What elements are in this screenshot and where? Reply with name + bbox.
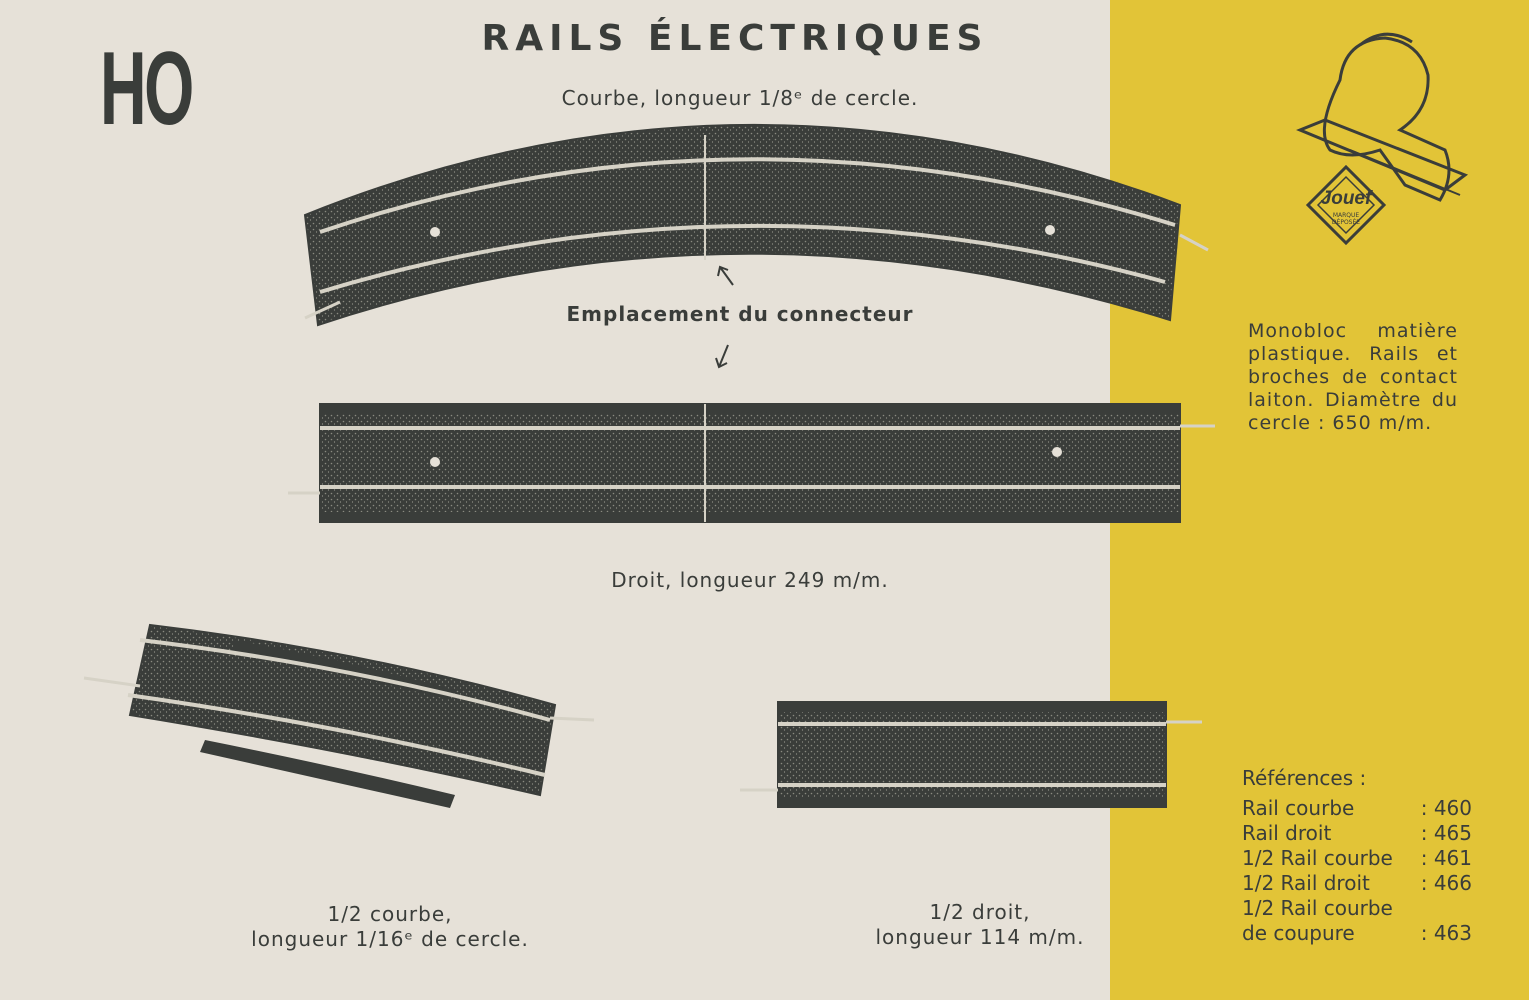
straight-caption: Droit, longueur 249 m/m. (611, 568, 889, 592)
brand-mark-line1: MARQUE (1332, 212, 1360, 219)
half-curve-rail-illustration (83, 623, 595, 808)
references-list: Références : Rail courbe : 460 Rail droit… (1242, 766, 1472, 946)
curve-caption: Courbe, longueur 1/8ᵉ de cercle. (561, 86, 919, 110)
half-curve-caption-line2: longueur 1/16ᵉ de cercle. (251, 927, 529, 951)
straight-rail-illustration (288, 403, 1215, 523)
half-straight-caption-line2: longueur 114 m/m. (875, 925, 1085, 949)
half-straight-rail-illustration (740, 701, 1202, 808)
reference-value: : 460 (1420, 796, 1472, 820)
reference-row: 1/2 Rail droit : 466 (1242, 871, 1472, 896)
reference-label: Rail droit (1242, 821, 1332, 845)
reference-value: : 463 (1420, 921, 1472, 945)
reference-label: Rail courbe (1242, 796, 1355, 820)
connector-arrows (715, 265, 734, 369)
gauge-code: HO (100, 31, 194, 147)
reference-value: : 466 (1420, 871, 1472, 895)
reference-row: Rail courbe : 460 (1242, 796, 1472, 821)
brand-name: Jouef (1320, 188, 1372, 209)
half-straight-caption-line1: 1/2 droit, (929, 900, 1031, 924)
reference-label: 1/2 Rail droit (1242, 871, 1370, 895)
reference-value: : 465 (1420, 821, 1472, 845)
half-straight-caption: 1/2 droit, longueur 114 m/m. (850, 900, 1110, 950)
references-heading: Références : (1242, 766, 1367, 790)
reference-row: 1/2 Rail courbe (1242, 896, 1472, 921)
brand-mark: MARQUE DÉPOSÉE (1318, 212, 1374, 226)
brand-mark-line2: DÉPOSÉE (1331, 219, 1361, 226)
reference-label: de coupure (1242, 921, 1355, 945)
half-curve-caption: 1/2 courbe, longueur 1/16ᵉ de cercle. (240, 902, 540, 952)
curved-rail-illustration (303, 123, 1209, 327)
product-description: Monobloc matière plastique. Rails et bro… (1248, 320, 1458, 434)
reference-row: Rail droit : 465 (1242, 821, 1472, 846)
reference-label: 1/2 Rail courbe (1242, 896, 1393, 920)
connector-caption: Emplacement du connecteur (566, 302, 914, 326)
reference-label: 1/2 Rail courbe (1242, 846, 1393, 870)
reference-row: 1/2 Rail courbe : 461 (1242, 846, 1472, 871)
half-curve-caption-line1: 1/2 courbe, (327, 902, 453, 926)
jouef-mascot-logo (1296, 32, 1469, 246)
page-title: RAILS ÉLECTRIQUES (481, 18, 989, 59)
reference-value: : 461 (1420, 846, 1472, 870)
reference-row: de coupure : 463 (1242, 921, 1472, 946)
